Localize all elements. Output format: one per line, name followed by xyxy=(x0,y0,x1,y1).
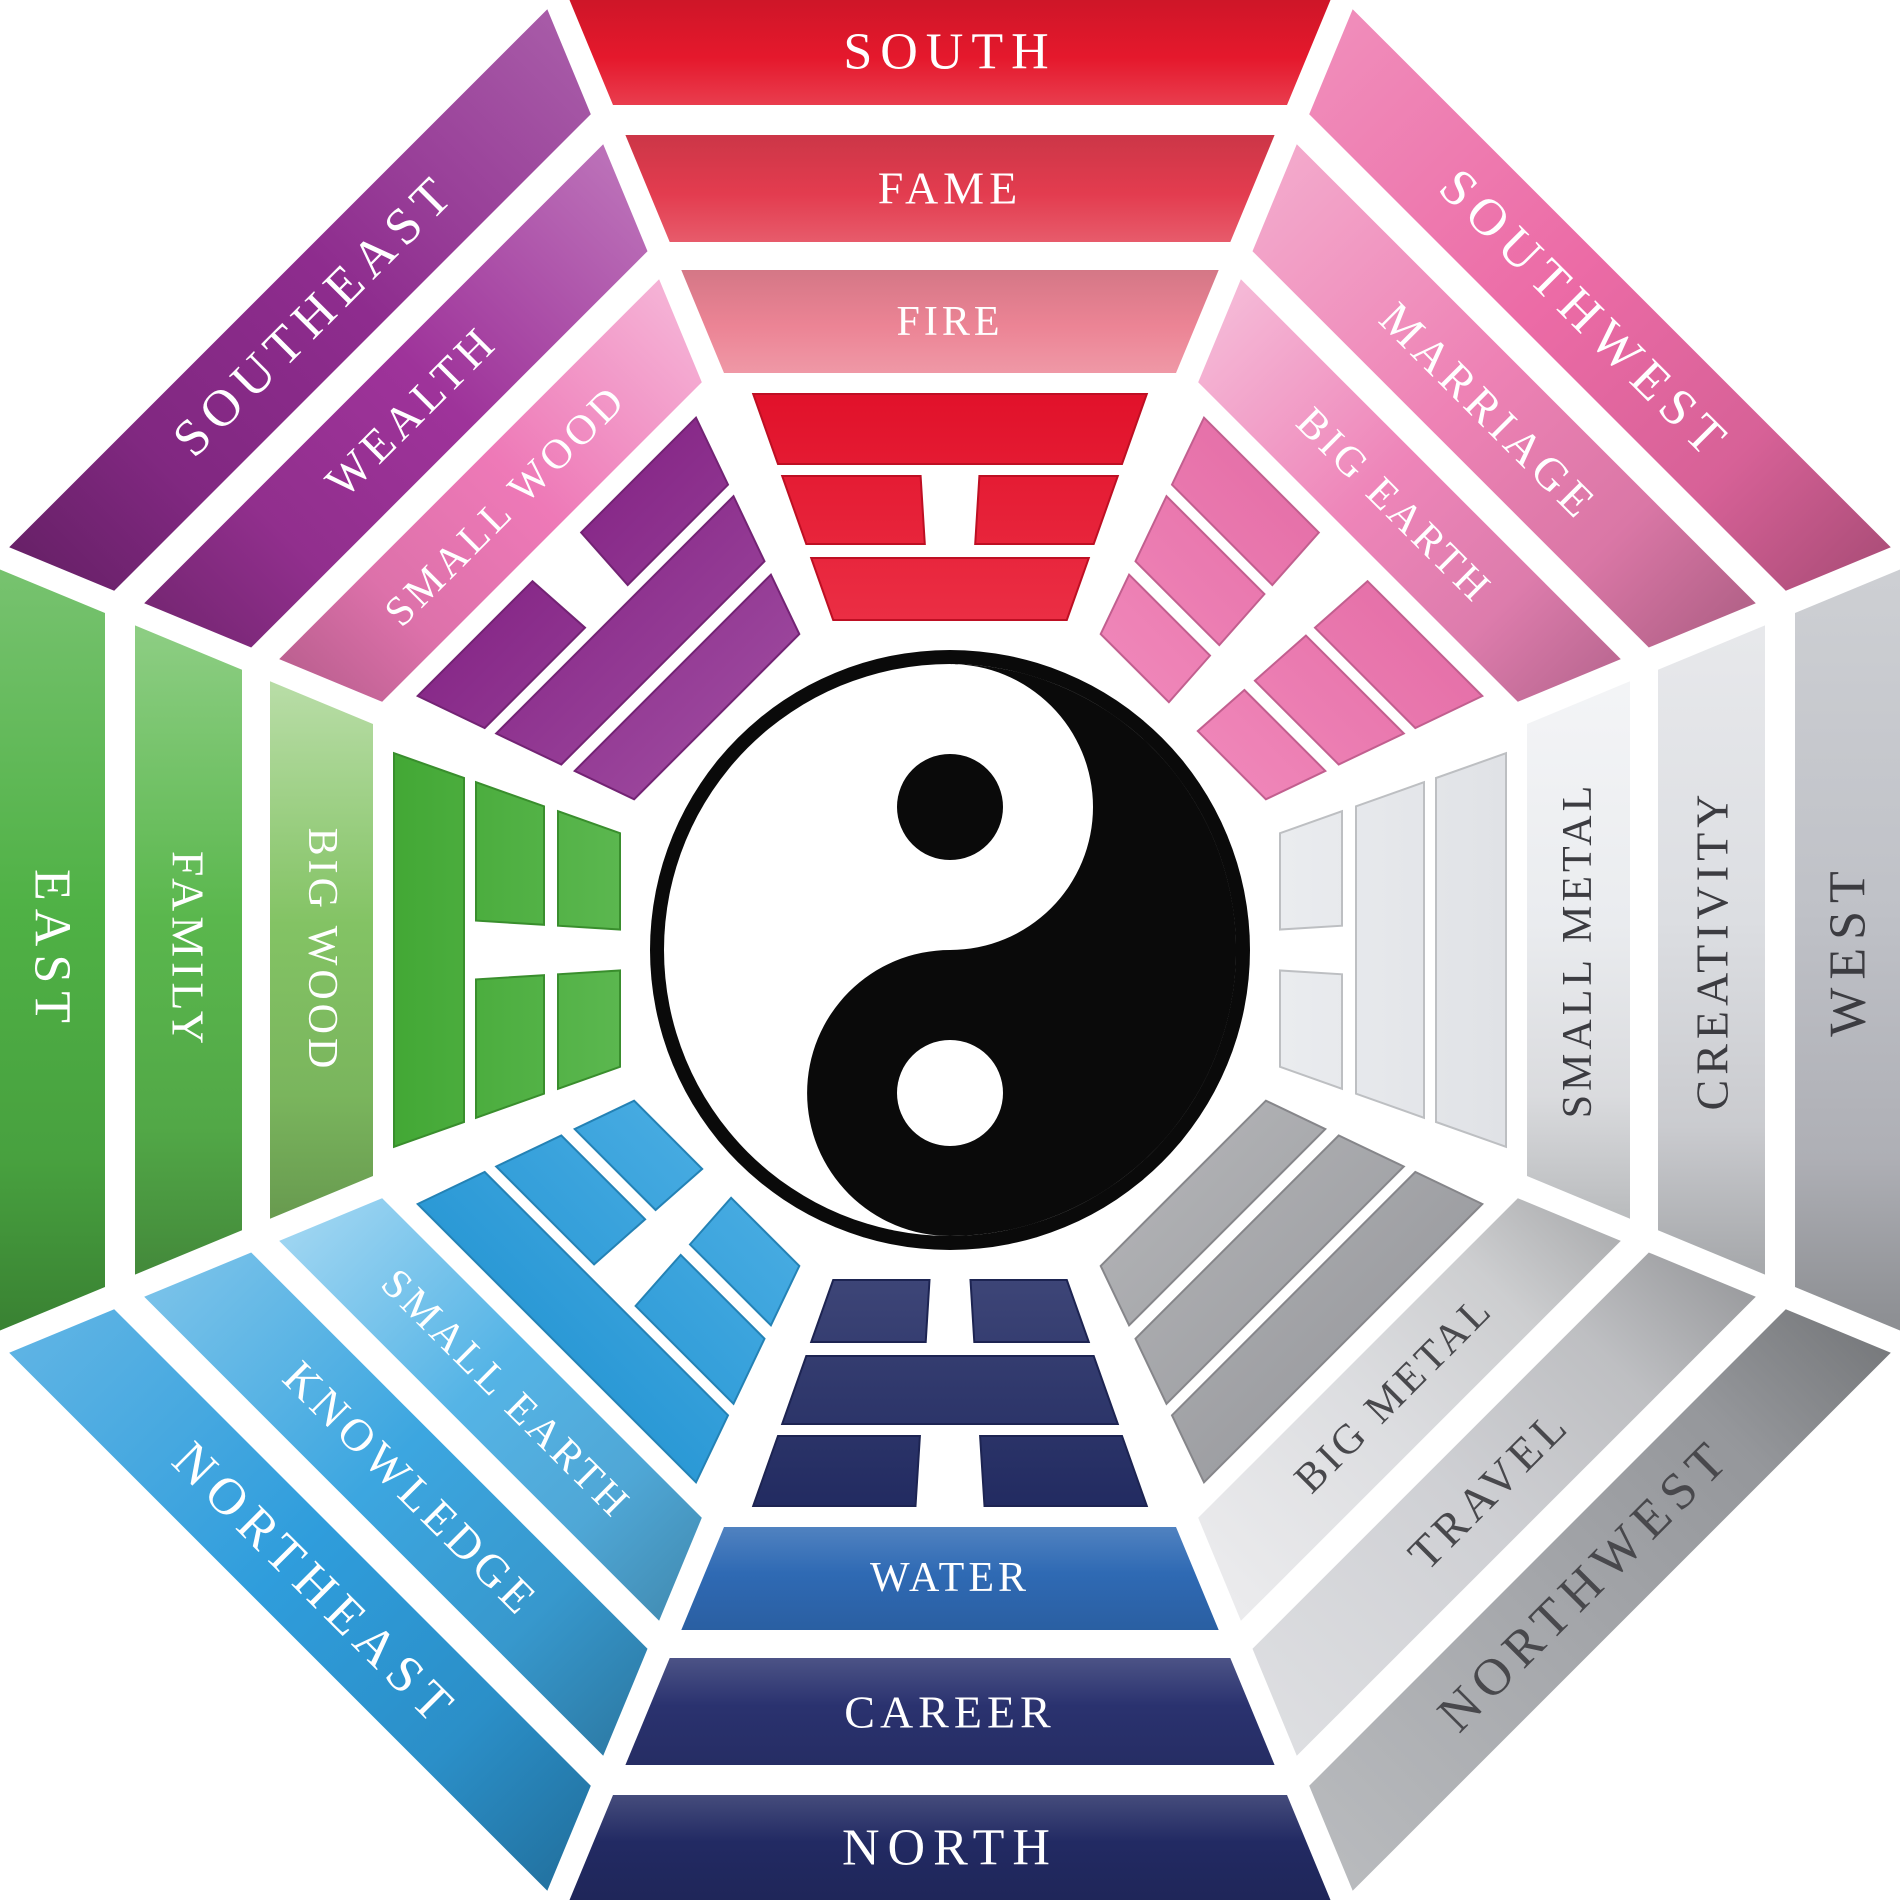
trigram-east xyxy=(393,751,621,1149)
trigram-southeast xyxy=(415,415,801,801)
trigram-west xyxy=(1279,751,1507,1149)
trigram-southwest-row3-right xyxy=(1196,688,1328,801)
trigram-northeast-row3-right xyxy=(572,1099,704,1212)
element-band-northwest xyxy=(1198,1198,1621,1621)
trigram-south-row1 xyxy=(751,393,1149,465)
direction-label-east: EAST xyxy=(24,869,81,1031)
trigram-north-row2 xyxy=(780,1355,1120,1425)
aspect-label-east: FAMILY xyxy=(163,851,214,1049)
trigram-southwest-row1-left xyxy=(1170,415,1321,587)
direction-band-south xyxy=(569,0,1331,105)
element-band-southwest xyxy=(1198,279,1621,702)
trigram-southwest-row1-right xyxy=(1313,579,1485,730)
aspect-band-east xyxy=(135,625,242,1275)
trigram-north-row3-left xyxy=(969,1279,1091,1343)
trigram-northwest-row1 xyxy=(1170,1170,1485,1485)
direction-band-north xyxy=(569,1795,1331,1900)
aspect-label-west: CREATIVITY xyxy=(1687,790,1738,1111)
trigram-northeast-row2-left xyxy=(634,1253,766,1406)
element-band-north xyxy=(681,1527,1219,1630)
direction-band-southeast xyxy=(9,9,591,591)
aspect-band-north xyxy=(625,1658,1275,1765)
trigram-east-row2-left xyxy=(475,974,545,1120)
trigram-southeast-row2 xyxy=(494,494,766,766)
trigram-south-row3 xyxy=(809,557,1091,621)
direction-band-southwest xyxy=(1309,9,1891,591)
trigram-north-row3-right xyxy=(809,1279,931,1343)
direction-label-west: WEST xyxy=(1820,863,1877,1037)
trigram-south xyxy=(751,393,1149,621)
trigram-northeast xyxy=(415,1099,801,1485)
yinyang-white-dot xyxy=(897,1040,1003,1146)
direction-label-north: NORTH xyxy=(842,1820,1058,1877)
aspect-band-south xyxy=(625,135,1275,242)
trigram-northwest xyxy=(1099,1099,1485,1485)
trigram-northwest-row3 xyxy=(1099,1099,1328,1328)
trigram-east-row3-left xyxy=(557,969,621,1091)
yinyang-symbol xyxy=(650,650,1250,1250)
direction-band-northeast xyxy=(9,1309,591,1891)
aspect-band-northwest xyxy=(1252,1252,1756,1756)
trigram-north-row1-right xyxy=(751,1435,921,1507)
trigram-southeast-row3 xyxy=(572,572,801,801)
element-label-west: SMALL METAL xyxy=(1555,782,1601,1119)
element-label-east: BIG WOOD xyxy=(299,828,345,1073)
element-band-east xyxy=(270,681,373,1219)
trigram-southeast-row1-right xyxy=(579,415,730,587)
trigram-east-row2-right xyxy=(475,780,545,926)
trigram-south-row2-right xyxy=(974,475,1120,545)
trigram-southwest xyxy=(1099,415,1485,801)
trigram-southwest-row2-right xyxy=(1253,634,1406,766)
aspect-label-north: CAREER xyxy=(844,1687,1055,1738)
trigram-north-row1-left xyxy=(979,1435,1149,1507)
trigram-northwest-row2 xyxy=(1134,1134,1406,1406)
trigram-west-row2 xyxy=(1355,780,1425,1120)
trigram-south-row2-left xyxy=(780,475,926,545)
direction-band-east xyxy=(0,569,105,1331)
trigram-northeast-row3-left xyxy=(688,1196,801,1328)
direction-label-south: SOUTH xyxy=(843,24,1056,81)
element-band-northeast xyxy=(279,1198,702,1621)
trigram-east-row1 xyxy=(393,751,465,1149)
element-label-north: WATER xyxy=(870,1555,1030,1601)
aspect-band-west xyxy=(1658,625,1765,1275)
element-label-south: FIRE xyxy=(896,299,1003,345)
aspect-label-south: FAME xyxy=(878,163,1022,214)
aspect-band-southwest xyxy=(1252,144,1756,648)
yinyang-black-dot xyxy=(897,754,1003,860)
trigram-west-row3-left xyxy=(1279,809,1343,931)
trigram-west-row1 xyxy=(1435,751,1507,1149)
element-band-west xyxy=(1527,681,1630,1219)
trigram-west-row3-right xyxy=(1279,969,1343,1091)
aspect-band-southeast xyxy=(144,144,648,648)
trigram-southwest-row2-left xyxy=(1134,494,1266,647)
trigram-southeast-row1-left xyxy=(415,579,587,730)
aspect-band-northeast xyxy=(144,1252,648,1756)
direction-band-northwest xyxy=(1309,1309,1891,1891)
trigram-north xyxy=(751,1279,1149,1507)
trigram-east-row3-right xyxy=(557,809,621,931)
direction-band-west xyxy=(1795,569,1900,1331)
element-band-southeast xyxy=(279,279,702,702)
trigram-northeast-row1 xyxy=(415,1170,730,1485)
element-band-south xyxy=(681,270,1219,373)
trigram-southwest-row3-left xyxy=(1099,572,1212,704)
trigram-northeast-row2-right xyxy=(494,1134,647,1266)
